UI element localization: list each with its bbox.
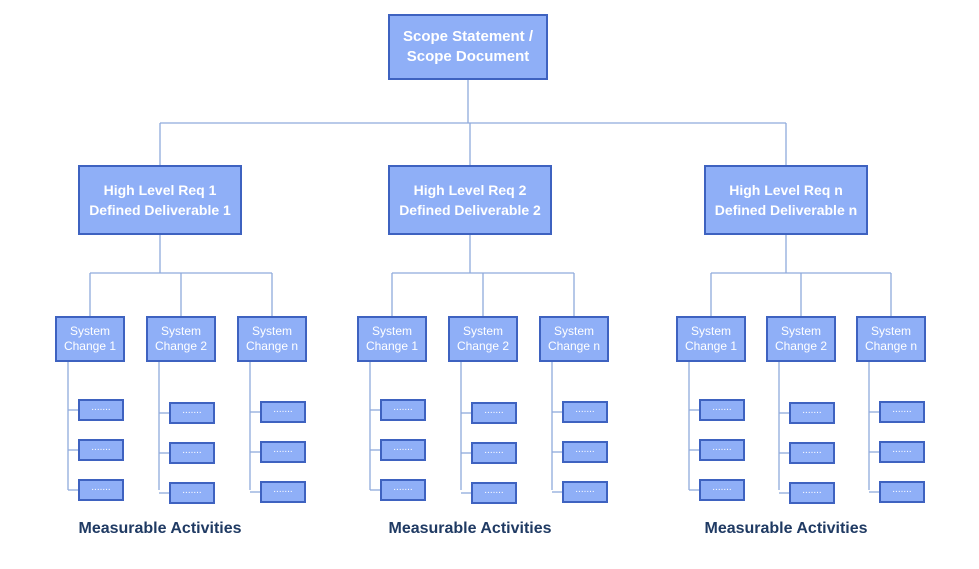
activity-node: ....... (562, 481, 608, 503)
activity-node: ....... (471, 402, 517, 424)
system-change-node-3-3: System Change n (856, 316, 926, 362)
activity-node: ....... (562, 401, 608, 423)
measurable-activities-label: Measurable Activities (78, 520, 242, 537)
system-change-node-1-2: System Change 2 (146, 316, 216, 362)
activity-node: ....... (699, 479, 745, 501)
activity-node: ....... (699, 399, 745, 421)
activity-node: ....... (789, 482, 835, 504)
root-node-scope-statement: Scope Statement / Scope Document (388, 14, 548, 80)
activity-node: ....... (380, 399, 426, 421)
activity-node: ....... (78, 399, 124, 421)
activity-node: ....... (380, 479, 426, 501)
activity-node: ....... (260, 401, 306, 423)
measurable-activities-label: Measurable Activities (388, 520, 552, 537)
activity-node: ....... (260, 481, 306, 503)
activity-node: ....... (380, 439, 426, 461)
requirement-node-1: High Level Req 1 Defined Deliverable 1 (78, 165, 242, 235)
requirement-node-3: High Level Req n Defined Deliverable n (704, 165, 868, 235)
activity-node: ....... (260, 441, 306, 463)
activity-node: ....... (169, 402, 215, 424)
system-change-node-1-3: System Change n (237, 316, 307, 362)
activity-node: ....... (879, 401, 925, 423)
activity-node: ....... (78, 439, 124, 461)
activity-node: ....... (879, 441, 925, 463)
measurable-activities-label: Measurable Activities (704, 520, 868, 537)
system-change-node-2-2: System Change 2 (448, 316, 518, 362)
activity-node: ....... (78, 479, 124, 501)
activity-node: ....... (879, 481, 925, 503)
activity-node: ....... (169, 442, 215, 464)
requirement-node-2: High Level Req 2 Defined Deliverable 2 (388, 165, 552, 235)
activity-node: ....... (789, 402, 835, 424)
activity-node: ....... (789, 442, 835, 464)
activity-node: ....... (169, 482, 215, 504)
activity-node: ....... (471, 482, 517, 504)
system-change-node-1-1: System Change 1 (55, 316, 125, 362)
system-change-node-2-3: System Change n (539, 316, 609, 362)
activity-node: ....... (562, 441, 608, 463)
system-change-node-2-1: System Change 1 (357, 316, 427, 362)
activity-node: ....... (471, 442, 517, 464)
system-change-node-3-1: System Change 1 (676, 316, 746, 362)
system-change-node-3-2: System Change 2 (766, 316, 836, 362)
activity-node: ....... (699, 439, 745, 461)
